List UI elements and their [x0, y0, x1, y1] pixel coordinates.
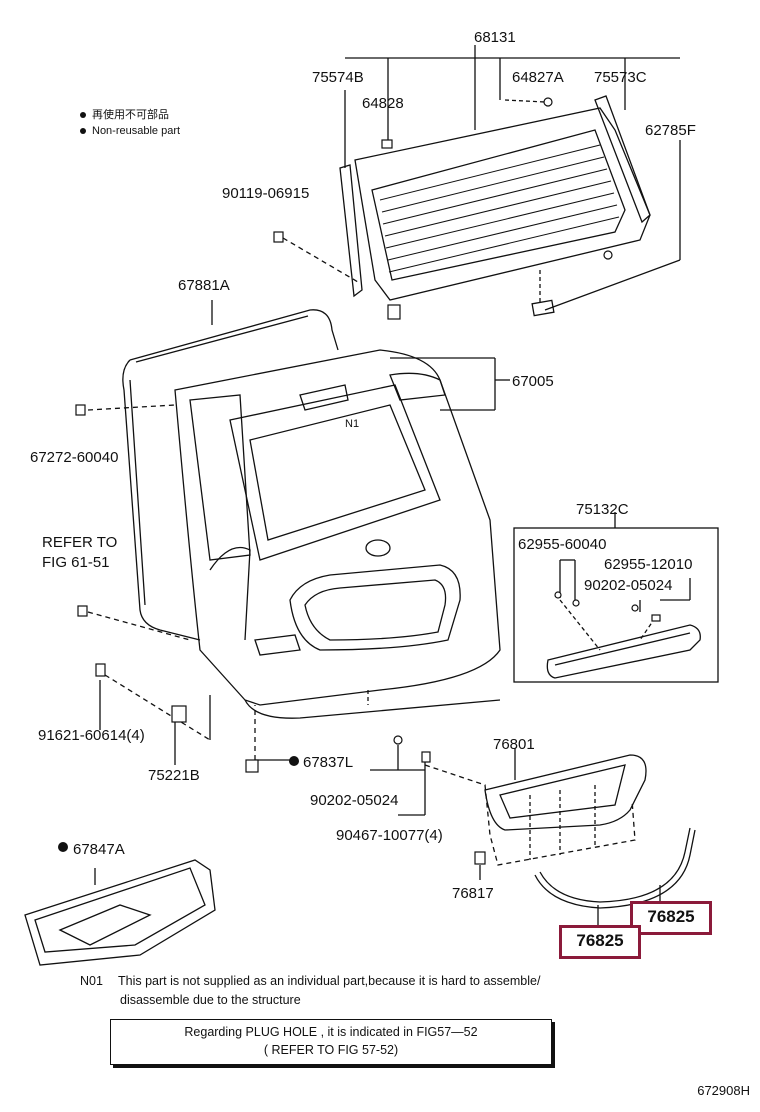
panel-67847A [24, 859, 216, 966]
label-90202-05024-b: 90202-05024 [310, 792, 398, 809]
label-75573C: 75573C [594, 69, 647, 86]
bolt-90119 [273, 231, 284, 243]
footnote-line2: disassemble due to the structure [120, 993, 301, 1007]
label-62955-12010: 62955-12010 [604, 556, 692, 573]
clip-lower [77, 605, 88, 617]
bullet-icon [80, 128, 86, 135]
bracket-75221B [171, 705, 187, 723]
label-90202-05024-a: 90202-05024 [584, 577, 672, 594]
legend-jp: 再使用不可部品 [92, 109, 169, 121]
screw-90467 [421, 751, 431, 763]
plug-note-line1: Regarding PLUG HOLE , it is indicated in… [184, 1025, 478, 1039]
label-76825-left: 76825 [576, 931, 624, 950]
drawing-id: 672908H [697, 1083, 750, 1098]
bolt-91621 [95, 663, 106, 677]
footnote-n01: N01 This part is not supplied as an indiv… [80, 972, 680, 1010]
footnote-line1: This part is not supplied as an individu… [118, 974, 541, 988]
label-75132C: 75132C [576, 501, 629, 518]
label-91621-60614: 91621-60614(4) [38, 727, 145, 744]
molding-76825 [534, 829, 696, 909]
label-76801: 76801 [493, 736, 535, 753]
label-refer-to: REFER TO [42, 534, 117, 551]
clip-67837L [245, 759, 259, 773]
plug-hole-note: Regarding PLUG HOLE , it is indicated in… [110, 1019, 552, 1065]
clip-64827A [543, 97, 553, 107]
label-62785F: 62785F [645, 122, 696, 139]
weatherstrip [122, 309, 339, 641]
label-76817: 76817 [452, 885, 494, 902]
label-68131: 68131 [474, 29, 516, 46]
label-67005: 67005 [512, 373, 554, 390]
label-67881A: 67881A [178, 277, 230, 294]
nonreusable-dot-67837L [289, 756, 299, 766]
rear-glass-outline [354, 107, 651, 301]
label-64828: 64828 [362, 95, 404, 112]
plug-note-line2: ( REFER TO FIG 57-52) [263, 1043, 399, 1057]
garnish-76801 [484, 754, 647, 831]
clip-67272 [75, 404, 86, 416]
label-refer-fig: FIG 61-51 [42, 554, 110, 571]
label-67847A: 67847A [73, 841, 125, 858]
defogger-lines [379, 144, 620, 273]
assembly-box-75132C [513, 527, 719, 683]
label-n1: N1 [345, 418, 359, 430]
bullet-icon [80, 112, 86, 119]
label-90467-10077: 90467-10077(4) [336, 827, 443, 844]
legend: 再使用不可部品 Non-reusable part [80, 107, 180, 139]
label-64827A: 64827A [512, 69, 564, 86]
legend-en: Non-reusable part [92, 125, 181, 137]
highlight-76825-right[interactable]: 76825 [630, 901, 712, 935]
label-75221B: 75221B [148, 767, 200, 784]
back-door-outline [174, 349, 501, 706]
rear-glass-inner [371, 129, 626, 281]
label-67837L: 67837L [303, 754, 353, 771]
molding-left [339, 164, 363, 298]
clip-64828 [381, 139, 393, 149]
screw-90202 [393, 735, 403, 745]
label-62955-60040: 62955-60040 [518, 536, 606, 553]
nonreusable-dot-67847A [58, 842, 68, 852]
label-90119-06915: 90119-06915 [222, 185, 309, 202]
highlight-76825-left[interactable]: 76825 [559, 925, 641, 959]
clip-76817 [474, 851, 486, 865]
molding-right [594, 95, 651, 224]
label-75574B: 75574B [312, 69, 364, 86]
label-67272-60040: 67272-60040 [30, 449, 118, 466]
label-76825-right: 76825 [647, 907, 695, 926]
footnote-code: N01 [80, 974, 103, 988]
